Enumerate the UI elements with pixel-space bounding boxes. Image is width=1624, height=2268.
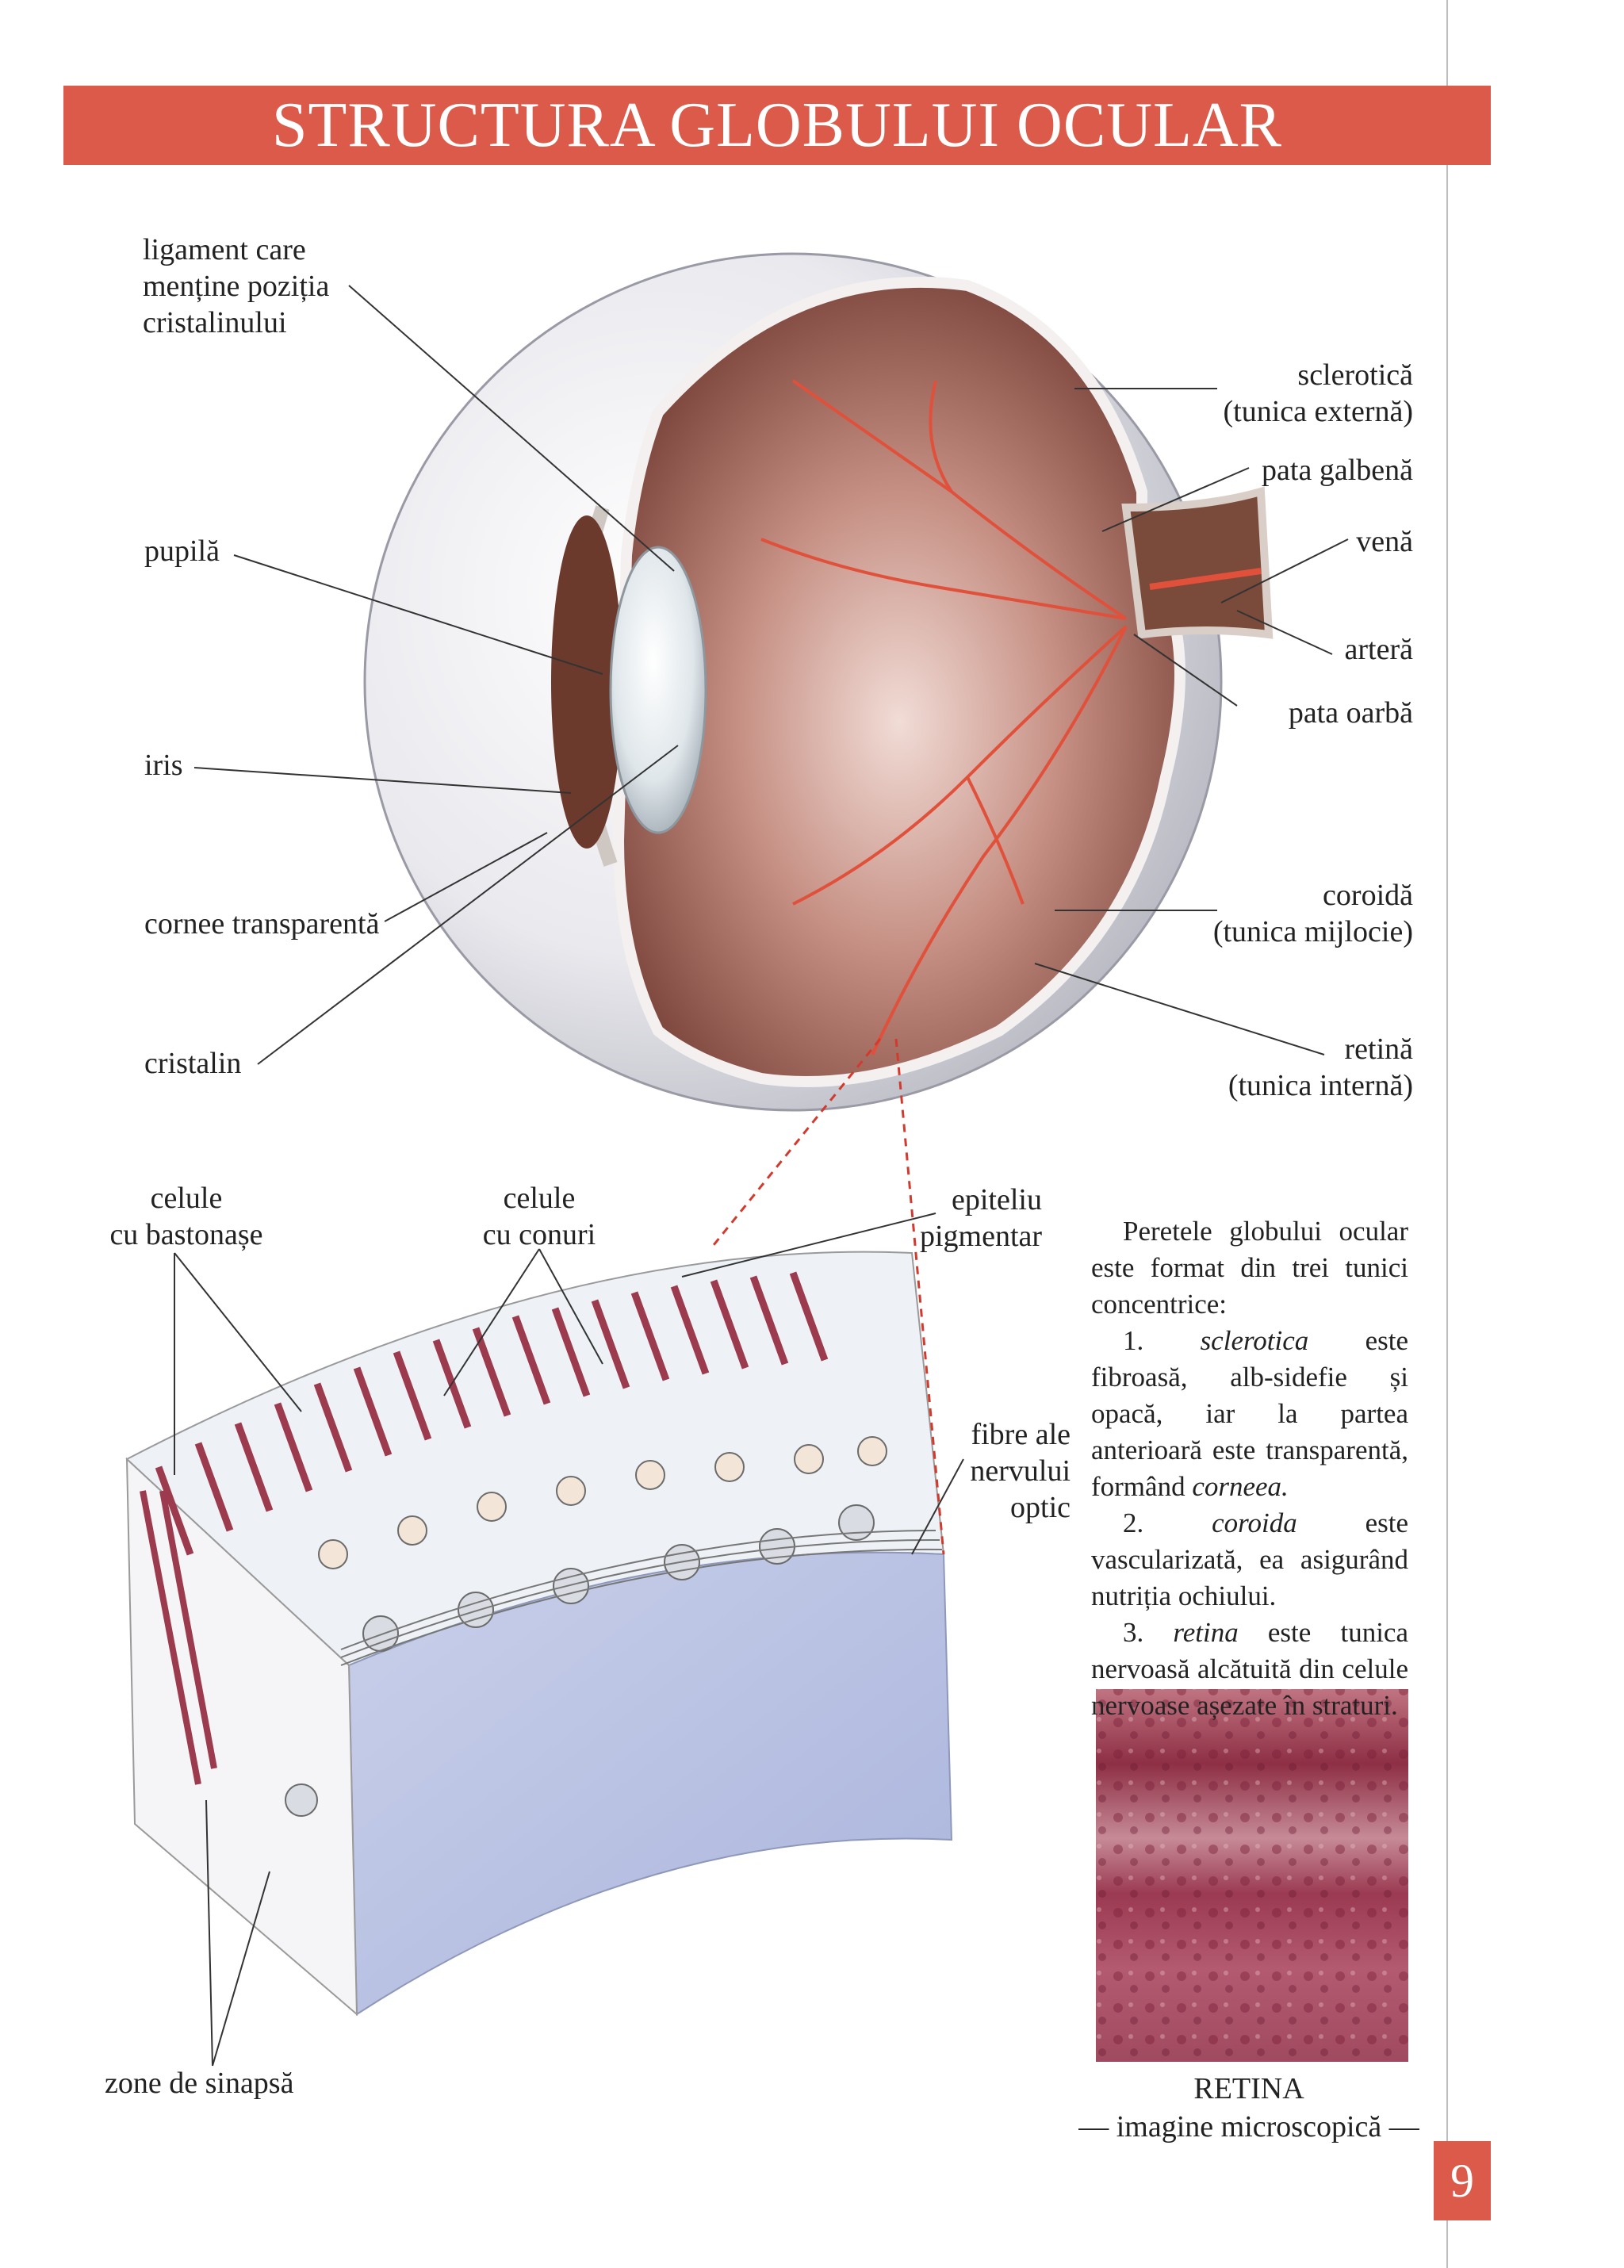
- neuron-cells: [285, 1436, 887, 1817]
- micrograph-caption-sub: — imagine microscopică —: [1078, 2110, 1419, 2143]
- label-epiteliu: epiteliu pigmentar: [920, 1182, 1042, 1255]
- retina-block-face: [347, 1551, 953, 2016]
- optic-nerve: [1121, 486, 1274, 639]
- label-sclerotica: sclerotică (tunica externă): [1174, 357, 1413, 430]
- label-ligament-line1: ligament care: [143, 233, 306, 266]
- label-vena: venă: [1356, 525, 1413, 558]
- eye-globe: [363, 252, 1274, 1112]
- label-ligament: ligament care menține poziția cristalinu…: [143, 232, 329, 341]
- description-intro: Peretele globului ocular este format din…: [1091, 1216, 1408, 1320]
- label-pata-oarba: pata oarbă: [1288, 696, 1413, 730]
- description-item-3: 3. retina este tunica nervoasă alcătuită…: [1091, 1615, 1408, 1724]
- item1-term: sclerotica: [1200, 1325, 1309, 1356]
- label-pata-galbena: pata galbenă: [1262, 454, 1413, 487]
- label-coroida: coroidă (tunica mijlocie): [1142, 877, 1413, 950]
- label-cristalin: cristalin: [144, 1047, 242, 1080]
- label-retina: retină (tunica internă): [1174, 1031, 1413, 1104]
- item2-text: este vascularizată, ea asigurând nutriți…: [1091, 1508, 1408, 1611]
- item1-text: este fibroasă, alb-sidefie și opacă, iar…: [1091, 1325, 1408, 1502]
- label-bastonase-line2: cu bastonașe: [109, 1218, 263, 1251]
- label-retina-line1: retină: [1344, 1032, 1413, 1066]
- label-conuri-line1: celule: [503, 1182, 576, 1215]
- item3-prefix: 3.: [1123, 1617, 1174, 1648]
- label-ligament-line3: cristalinului: [143, 306, 287, 339]
- leader-lines: [174, 285, 1349, 2067]
- item3-text: este tunica nervoasă alcătuită din celul…: [1091, 1617, 1408, 1721]
- label-epiteliu-line2: pigmentar: [920, 1220, 1043, 1253]
- label-cornee: cornee transparentă: [144, 907, 380, 941]
- description-item-2: 2. coroida este vascularizată, ea asigur…: [1091, 1505, 1408, 1615]
- description-item-1: 1. sclerotica este fibroasă, alb-sidefie…: [1091, 1323, 1408, 1505]
- retina-block: [125, 1251, 953, 2017]
- label-conuri: celule cu conuri: [468, 1180, 611, 1253]
- label-iris: iris: [144, 749, 183, 782]
- label-coroida-line2: (tunica mijlocie): [1212, 915, 1413, 948]
- micrograph-texture: [1096, 1689, 1408, 2062]
- page-title: STRUCTURA GLOBULUI OCULAR: [272, 90, 1282, 160]
- iris-shape: [551, 515, 622, 849]
- lens-shape: [609, 546, 707, 834]
- retinal-vessels: [760, 379, 1128, 1055]
- item1-term2: corneea.: [1192, 1471, 1289, 1502]
- retina-micrograph: [1096, 1689, 1408, 2062]
- item2-term: coroida: [1212, 1508, 1297, 1538]
- label-fibre-line2: nervului: [970, 1454, 1071, 1488]
- nerve-fibre-lines: [340, 1530, 943, 1666]
- label-sclerotica-line1: sclerotică: [1297, 358, 1413, 392]
- label-bastonase: celule cu bastonașe: [95, 1180, 278, 1253]
- label-artera: arteră: [1344, 633, 1413, 666]
- label-ligament-line2: menține poziția: [143, 270, 330, 303]
- page-number: 9: [1434, 2141, 1491, 2220]
- zoom-lines: [712, 1038, 945, 1555]
- side-rod-stripes: [140, 1490, 217, 1785]
- label-sclerotica-line2: (tunica externă): [1223, 395, 1413, 428]
- optic-vessel: [1149, 568, 1262, 590]
- item2-prefix: 2.: [1123, 1508, 1212, 1538]
- item1-prefix: 1.: [1123, 1325, 1201, 1356]
- micrograph-caption-title: RETINA: [1193, 2072, 1304, 2105]
- label-conuri-line2: cu conuri: [482, 1218, 596, 1251]
- label-coroida-line1: coroidă: [1323, 879, 1413, 912]
- label-bastonase-line1: celule: [150, 1182, 223, 1215]
- label-fibre-line3: optic: [1010, 1491, 1071, 1524]
- title-bar: STRUCTURA GLOBULUI OCULAR: [63, 86, 1491, 165]
- label-pupila: pupilă: [144, 534, 220, 568]
- label-sinapsa: zone de sinapsă: [105, 2067, 294, 2100]
- label-retina-line2: (tunica internă): [1228, 1069, 1413, 1102]
- label-epiteliu-line1: epiteliu: [952, 1183, 1042, 1216]
- eye-interior: [612, 276, 1185, 1087]
- page-edge-line: [1446, 0, 1448, 2268]
- label-fibre-line1: fibre ale: [971, 1418, 1071, 1451]
- label-fibre: fibre ale nervului optic: [904, 1416, 1071, 1526]
- description-text: Peretele globului ocular este format din…: [1091, 1213, 1408, 1724]
- item3-term: retina: [1173, 1617, 1239, 1648]
